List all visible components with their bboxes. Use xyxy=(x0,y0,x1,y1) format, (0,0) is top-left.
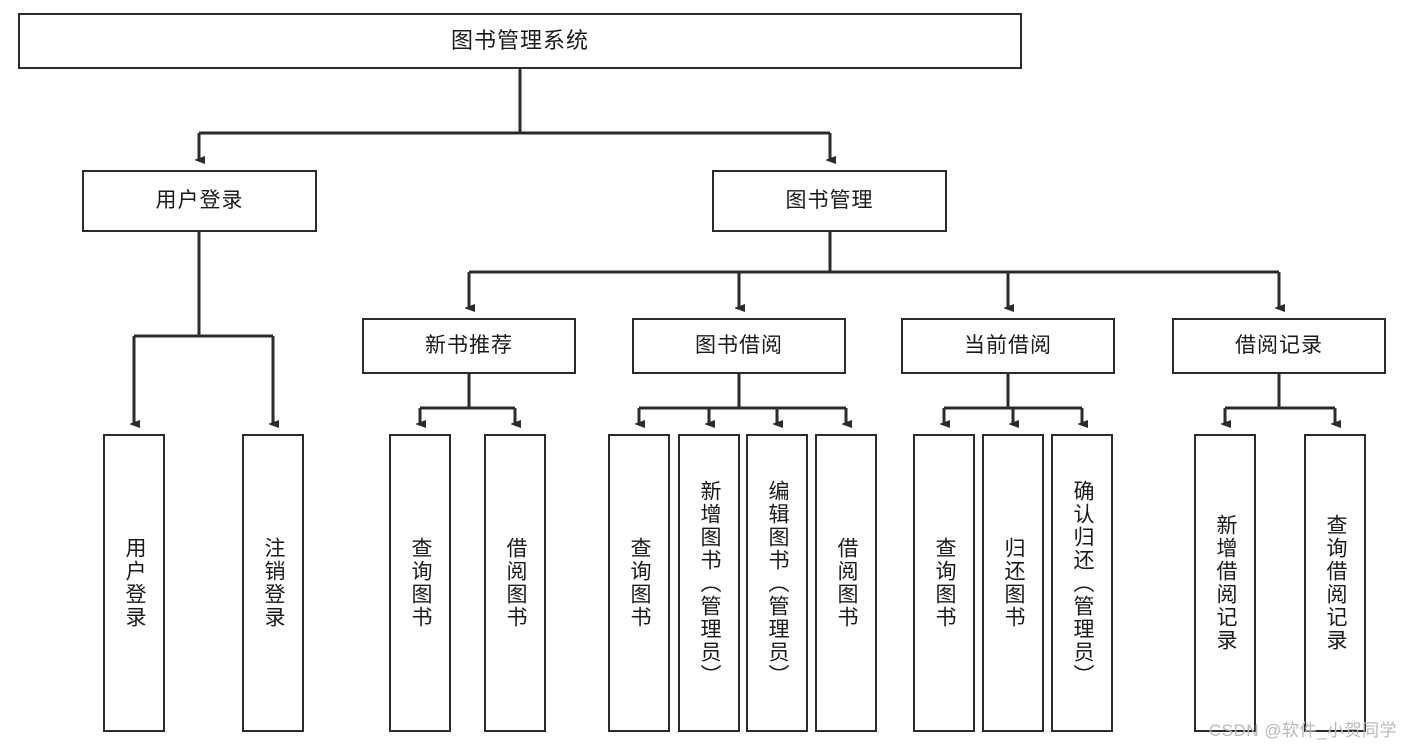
node-leaf-query-borrow-record[interactable]: 查询借阅记录 xyxy=(1304,434,1366,732)
node-leaf-borrow-book-rec[interactable]: 借阅图书 xyxy=(484,434,546,732)
node-leaf-add-book-admin[interactable]: 新增图书（管理员） xyxy=(678,434,740,732)
leaf-label: 新增图书（管理员） xyxy=(698,479,721,687)
node-user-login[interactable]: 用户登录 xyxy=(82,170,317,232)
node-leaf-user-login[interactable]: 用户登录 xyxy=(103,434,165,732)
node-leaf-add-borrow-record[interactable]: 新增借阅记录 xyxy=(1194,434,1256,732)
node-leaf-logout[interactable]: 注销登录 xyxy=(242,434,304,732)
leaf-label: 查询图书 xyxy=(628,537,651,629)
leaf-label: 确认归还（管理员） xyxy=(1071,479,1094,687)
leaf-label: 借阅图书 xyxy=(504,537,527,629)
node-current-borrow[interactable]: 当前借阅 xyxy=(901,318,1115,374)
node-borrow-record[interactable]: 借阅记录 xyxy=(1172,318,1386,374)
leaf-label: 借阅图书 xyxy=(835,537,858,629)
leaf-label: 查询图书 xyxy=(933,537,956,629)
node-leaf-borrow-book[interactable]: 借阅图书 xyxy=(815,434,877,732)
node-leaf-query-book-cur[interactable]: 查询图书 xyxy=(913,434,975,732)
leaf-label: 编辑图书（管理员） xyxy=(766,479,789,687)
node-root[interactable]: 图书管理系统 xyxy=(18,13,1022,69)
leaf-label: 注销登录 xyxy=(262,537,285,629)
node-leaf-confirm-return-admin[interactable]: 确认归还（管理员） xyxy=(1051,434,1113,732)
node-book-manage[interactable]: 图书管理 xyxy=(712,170,947,232)
leaf-label: 用户登录 xyxy=(123,537,146,629)
node-leaf-query-book-borrow[interactable]: 查询图书 xyxy=(608,434,670,732)
leaf-label: 查询借阅记录 xyxy=(1324,514,1347,652)
node-leaf-return-book[interactable]: 归还图书 xyxy=(982,434,1044,732)
node-book-borrow[interactable]: 图书借阅 xyxy=(632,318,846,374)
node-new-book-rec[interactable]: 新书推荐 xyxy=(362,318,576,374)
node-leaf-query-book-rec[interactable]: 查询图书 xyxy=(389,434,451,732)
leaf-label: 新增借阅记录 xyxy=(1214,514,1237,652)
node-leaf-edit-book-admin[interactable]: 编辑图书（管理员） xyxy=(746,434,808,732)
leaf-label: 查询图书 xyxy=(409,537,432,629)
leaf-label: 归还图书 xyxy=(1002,537,1025,629)
watermark-text: CSDN @软件_小贺同学 xyxy=(1208,721,1397,740)
